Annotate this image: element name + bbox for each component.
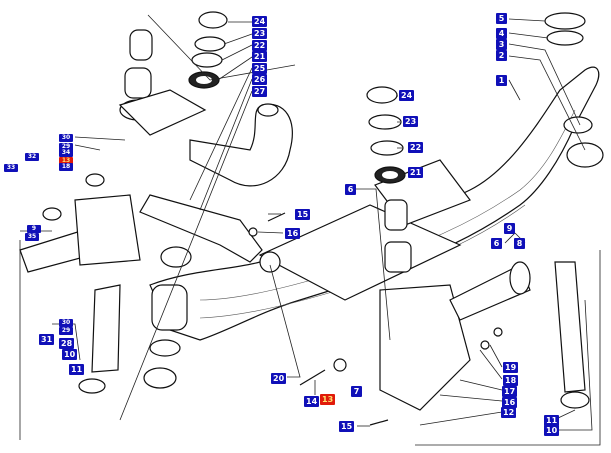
callout-30-left[interactable]: 30 [59, 134, 73, 142]
tie-rod [139, 194, 281, 273]
callout-10-right[interactable]: 10 [544, 425, 560, 436]
callout-28[interactable]: 28 [59, 338, 75, 349]
callout-10-left[interactable]: 10 [62, 349, 78, 360]
callout-19[interactable]: 19 [503, 362, 519, 373]
callout-32[interactable]: 32 [25, 153, 39, 161]
callout-31[interactable]: 31 [39, 334, 55, 345]
callout-11-left[interactable]: 11 [69, 364, 85, 375]
callout-2[interactable]: 2 [496, 50, 507, 61]
callout-6[interactable]: 6 [345, 184, 356, 195]
callout-23[interactable]: 23 [252, 28, 268, 39]
callout-15-bottom[interactable]: 15 [339, 421, 355, 432]
callout-7[interactable]: 7 [351, 386, 362, 397]
callout-30-lower[interactable]: 30 [59, 319, 73, 327]
callout-21[interactable]: 21 [252, 51, 268, 62]
steering-arm [189, 103, 293, 187]
callout-20[interactable]: 20 [271, 373, 287, 384]
callout-14[interactable]: 14 [304, 396, 320, 407]
callout-5[interactable]: 5 [496, 13, 507, 24]
callout-33[interactable]: 33 [4, 164, 18, 172]
leader-lines [20, 18, 593, 431]
right-spindle [379, 199, 590, 411]
callout-18-left[interactable]: 18 [59, 163, 73, 171]
callout-24-mid[interactable]: 24 [399, 90, 415, 101]
callout-16[interactable]: 16 [285, 228, 301, 239]
callout-18[interactable]: 18 [503, 375, 519, 386]
lower-bushings [143, 246, 192, 389]
callout-13-highlighted-bottom[interactable]: 13 [320, 394, 336, 405]
callout-27[interactable]: 27 [252, 86, 268, 97]
callout-6-right[interactable]: 6 [491, 238, 502, 249]
callout-17[interactable]: 17 [502, 386, 518, 397]
callout-8[interactable]: 8 [514, 238, 525, 249]
callout-29-left[interactable]: 29 [59, 143, 73, 151]
bolts [248, 212, 503, 426]
callout-34[interactable]: 34 [59, 149, 73, 157]
callout-12[interactable]: 12 [501, 407, 517, 418]
callout-29-lower[interactable]: 29 [59, 327, 73, 335]
callout-25[interactable]: 25 [252, 63, 268, 74]
axle-beam [149, 66, 600, 341]
callout-9-left[interactable]: 9 [27, 225, 41, 233]
washer-stack-top [188, 11, 228, 89]
callout-9[interactable]: 9 [504, 223, 515, 234]
washer-stack-middle [366, 86, 406, 184]
callout-11-right[interactable]: 11 [544, 415, 560, 426]
callout-15[interactable]: 15 [295, 209, 311, 220]
callout-3[interactable]: 3 [496, 39, 507, 50]
callout-24[interactable]: 24 [252, 16, 268, 27]
callout-23-mid[interactable]: 23 [403, 116, 419, 127]
callout-35[interactable]: 35 [25, 233, 39, 241]
left-bushings [118, 29, 207, 136]
callout-21-mid[interactable]: 21 [408, 167, 424, 178]
left-spindle [19, 173, 141, 394]
callout-22-mid[interactable]: 22 [408, 142, 424, 153]
callout-4[interactable]: 4 [496, 28, 507, 39]
callout-22[interactable]: 22 [252, 40, 268, 51]
washer-stack-right [544, 12, 604, 168]
callout-1[interactable]: 1 [496, 75, 507, 86]
callout-26[interactable]: 26 [252, 74, 268, 85]
callout-16-bottom[interactable]: 16 [502, 397, 518, 408]
callout-13-highlighted[interactable]: 13 [59, 157, 73, 165]
